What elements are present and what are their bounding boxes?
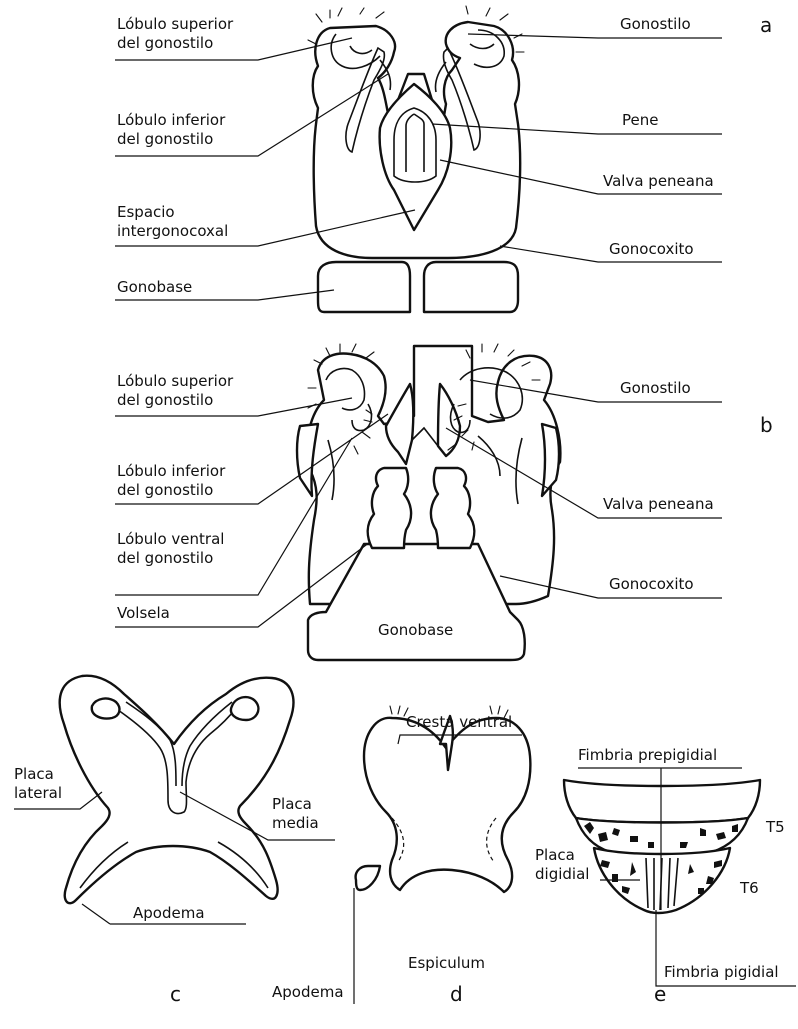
label-d-cresta: Cresta ventral bbox=[406, 713, 512, 731]
label-a-pene: Pene bbox=[622, 111, 658, 129]
label-b-gonostilo: Gonostilo bbox=[620, 379, 691, 397]
label-b-gonocoxito: Gonocoxito bbox=[609, 575, 694, 593]
tergito-t5-shape bbox=[564, 780, 760, 823]
gonobase-a-right-shape bbox=[424, 262, 518, 312]
figure-d: Cresta ventral Apodema Espiculum d bbox=[272, 706, 530, 1006]
placa-lateral-knob-right bbox=[231, 697, 258, 720]
label-c-apodema: Apodema bbox=[133, 904, 205, 922]
label-a-gonocoxito: Gonocoxito bbox=[609, 240, 694, 258]
volsela-right-b-shape bbox=[542, 424, 559, 496]
label-b-valva: Valva peneana bbox=[603, 495, 714, 513]
label-e-t6: T6 bbox=[739, 879, 759, 897]
label-d-espiculum: Espiculum bbox=[408, 954, 485, 972]
label-d-apodema: Apodema bbox=[272, 983, 344, 1001]
panel-label-d: d bbox=[450, 982, 463, 1006]
label-b-gonobase: Gonobase bbox=[378, 621, 453, 639]
label-b-volsela: Volsela bbox=[117, 604, 170, 622]
label-e-fimbria-pigidial: Fimbria pigidial bbox=[664, 963, 779, 981]
label-a-valva: Valva peneana bbox=[603, 172, 714, 190]
label-e-t5: T5 bbox=[765, 818, 785, 836]
label-e-fimbria-prepigidial: Fimbria prepigidial bbox=[578, 746, 717, 764]
panel-label-a: a bbox=[760, 13, 772, 37]
panel-label-e: e bbox=[654, 982, 666, 1006]
gonobase-a-shape bbox=[318, 262, 410, 312]
panel-label-b: b bbox=[760, 413, 773, 437]
apodema-d-left bbox=[356, 866, 380, 890]
placa-lateral-knob-left bbox=[92, 699, 120, 719]
label-a-gonobase: Gonobase bbox=[117, 278, 192, 296]
label-a-gonostilo: Gonostilo bbox=[620, 15, 691, 33]
panel-label-c: c bbox=[170, 982, 181, 1006]
